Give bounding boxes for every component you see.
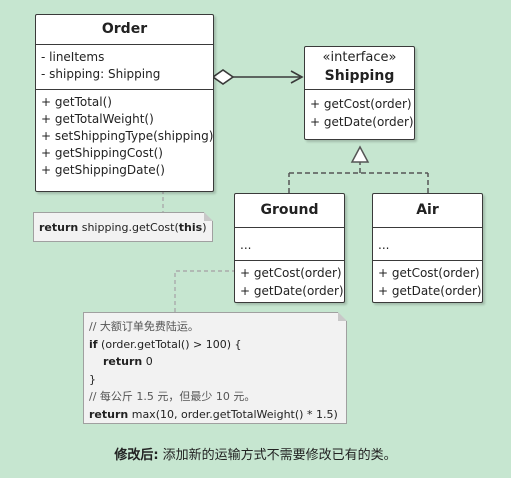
keyword-return: return (39, 221, 79, 234)
order-method: + getTotalWeight() (41, 112, 154, 126)
keyword-this: this (178, 221, 203, 234)
realization-arrowhead (350, 145, 370, 163)
air-fields: ... (373, 227, 482, 260)
shipping-methods: + getCost(order) + getDate(order) (305, 89, 414, 135)
ground-methods: + getCost(order) + getDate(order) (235, 260, 344, 304)
code-return-max-line: return max(10, order.getTotalWeight() * … (89, 406, 346, 424)
note-code-line: return shipping.getCost(this) (39, 220, 212, 236)
code-text: max(10, order.getTotalWeight() * 1.5) (128, 407, 338, 421)
shipping-stereotype: «interface» (322, 50, 397, 65)
association-arrowhead (290, 70, 304, 84)
ground-code-note: // 大额订单免费陆运。 if (order.getTotal() > 100)… (83, 312, 347, 424)
note-fold (338, 312, 347, 321)
ground-fields: ... (235, 227, 344, 260)
code-comment: // 大额订单免费陆运。 (89, 320, 199, 333)
order-fields: - lineItems - shipping: Shipping (36, 44, 213, 89)
code-comment: // 每公斤 1.5 元，但最少 10 元。 (89, 390, 256, 404)
shipping-method: + getCost(order) (310, 97, 412, 111)
code-return-zero-line: return 0 (89, 353, 346, 371)
keyword-if: if (89, 337, 98, 351)
code-text: shipping.getCost( (78, 221, 179, 234)
order-method: + getTotal() (41, 95, 112, 109)
figure-caption: 修改后: 添加新的运输方式不需要修改已有的类。 (0, 444, 511, 463)
keyword-return: return (89, 407, 129, 421)
order-code-note: return shipping.getCost(this) (33, 212, 213, 242)
caption-text: 添加新的运输方式不需要修改已有的类。 (158, 448, 397, 463)
ground-fields-ellipsis: ... (240, 238, 252, 252)
caption-label: 修改后: (114, 448, 159, 463)
ground-method: + getDate(order) (240, 284, 344, 298)
code-if-line: if (order.getTotal() > 100) { (89, 336, 346, 354)
order-class-name: Order (101, 21, 148, 37)
air-methods: + getCost(order) + getDate(order) (373, 260, 482, 304)
shipping-interface[interactable]: «interface» Shipping + getCost(order) + … (304, 46, 415, 140)
order-method: + getShippingDate() (41, 163, 165, 177)
code-text: (order.getTotal() > 100) { (97, 337, 242, 351)
air-class-name: Air (416, 202, 439, 218)
ground-method: + getCost(order) (240, 266, 342, 280)
shipping-method: + getDate(order) (310, 115, 414, 129)
code-text: ) (202, 221, 207, 234)
aggregation-diamond (211, 69, 235, 85)
air-fields-ellipsis: ... (378, 238, 390, 252)
order-class[interactable]: Order - lineItems - shipping: Shipping +… (35, 14, 214, 192)
order-methods: + getTotal() + getTotalWeight() + setShi… (36, 89, 213, 182)
order-method: + setShippingType(shipping) (41, 129, 214, 143)
note-connector-ground (174, 270, 236, 312)
air-class[interactable]: Air ... + getCost(order) + getDate(order… (372, 193, 483, 303)
ground-class[interactable]: Ground ... + getCost(order) + getDate(or… (234, 193, 345, 303)
keyword-return: return (103, 355, 143, 369)
code-close-brace: } (89, 372, 96, 386)
order-field: - lineItems (41, 50, 105, 64)
order-field: - shipping: Shipping (41, 67, 161, 81)
air-method: + getCost(order) (378, 266, 480, 280)
air-method: + getDate(order) (378, 284, 482, 298)
ground-class-name: Ground (260, 202, 319, 218)
note-fold (204, 212, 213, 221)
shipping-interface-name: Shipping (324, 68, 395, 84)
order-method: + getShippingCost() (41, 146, 163, 160)
code-text: 0 (142, 355, 153, 369)
